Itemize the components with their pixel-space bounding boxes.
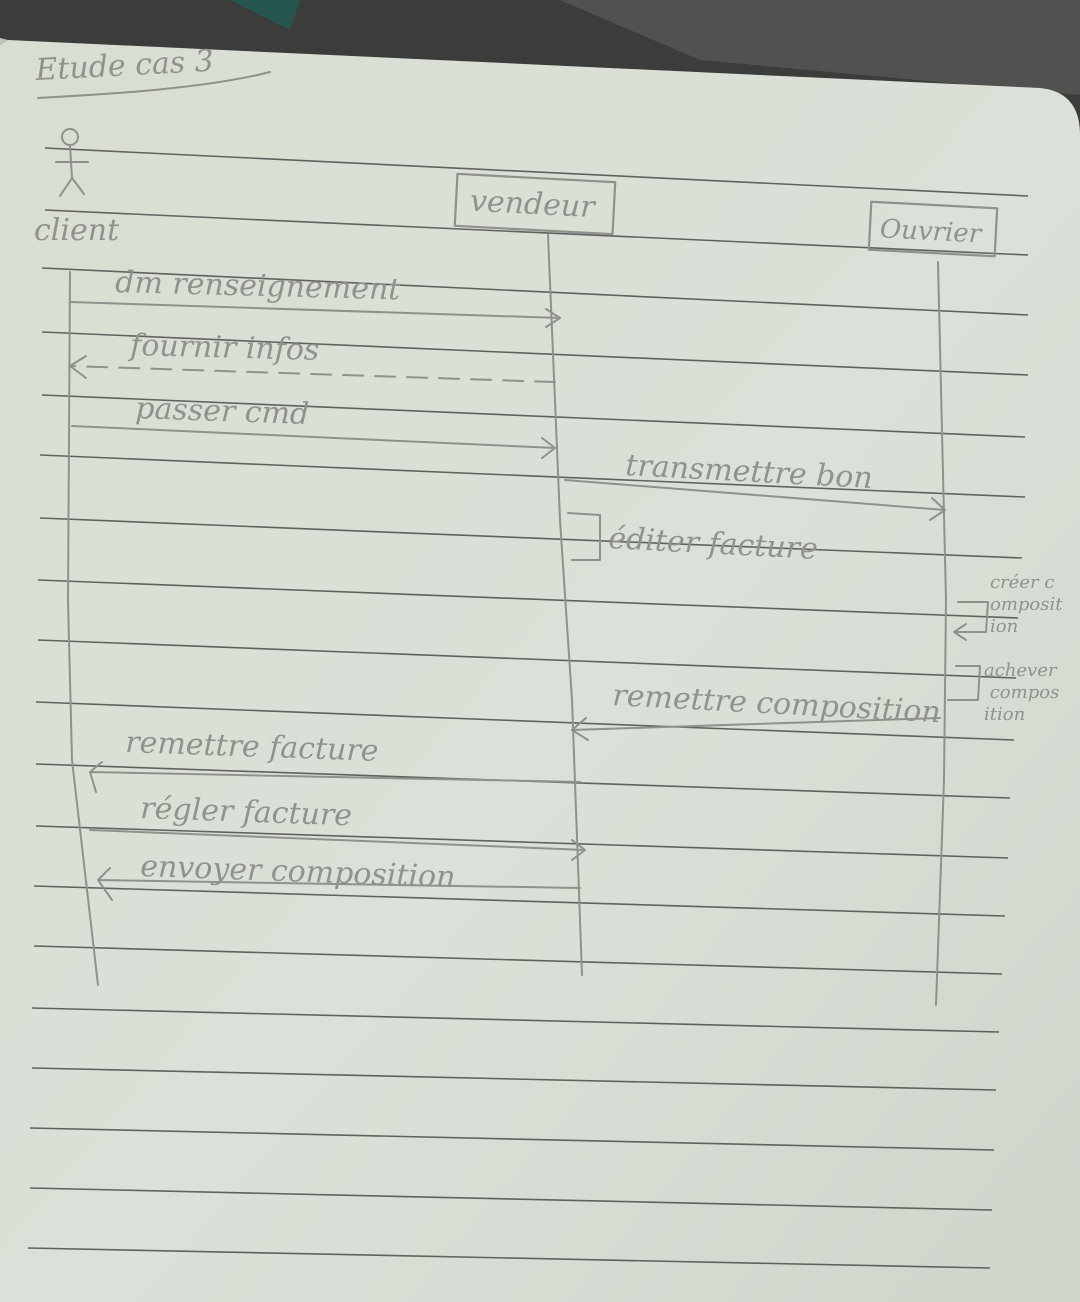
client-lifeline	[67, 271, 99, 986]
ouvrier-label: Ouvrier	[879, 214, 983, 249]
page-surface	[0, 40, 1080, 1302]
message-label-8: régler facture	[140, 791, 353, 833]
ouvrier-box	[867, 200, 999, 258]
message-label-1: dm renseignement	[115, 265, 402, 307]
message-label-2: fournir infos	[128, 328, 320, 368]
vendeur-lifeline	[547, 234, 583, 976]
message-arrows	[69, 301, 989, 901]
ruled-lines	[27, 147, 1029, 1269]
vendeur-box	[453, 172, 617, 236]
client-actor-icon	[55, 128, 89, 197]
vendeur-label: vendeur	[469, 184, 597, 226]
message-label-3: passer cmd	[135, 391, 310, 432]
client-label: client	[34, 213, 120, 248]
lifelines	[67, 234, 947, 1006]
ouvrier-lifeline	[935, 261, 947, 1006]
